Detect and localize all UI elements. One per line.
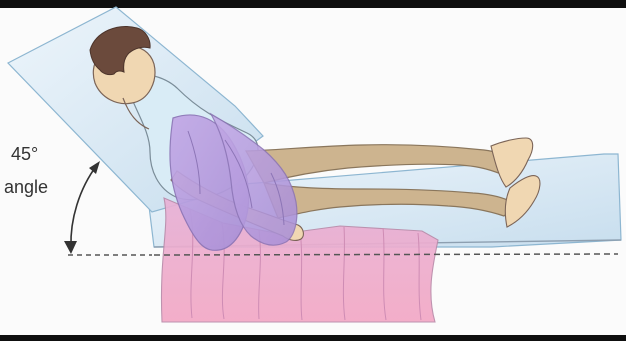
angle-label: angle (4, 178, 48, 196)
angle-value-label: 45° (11, 145, 38, 163)
